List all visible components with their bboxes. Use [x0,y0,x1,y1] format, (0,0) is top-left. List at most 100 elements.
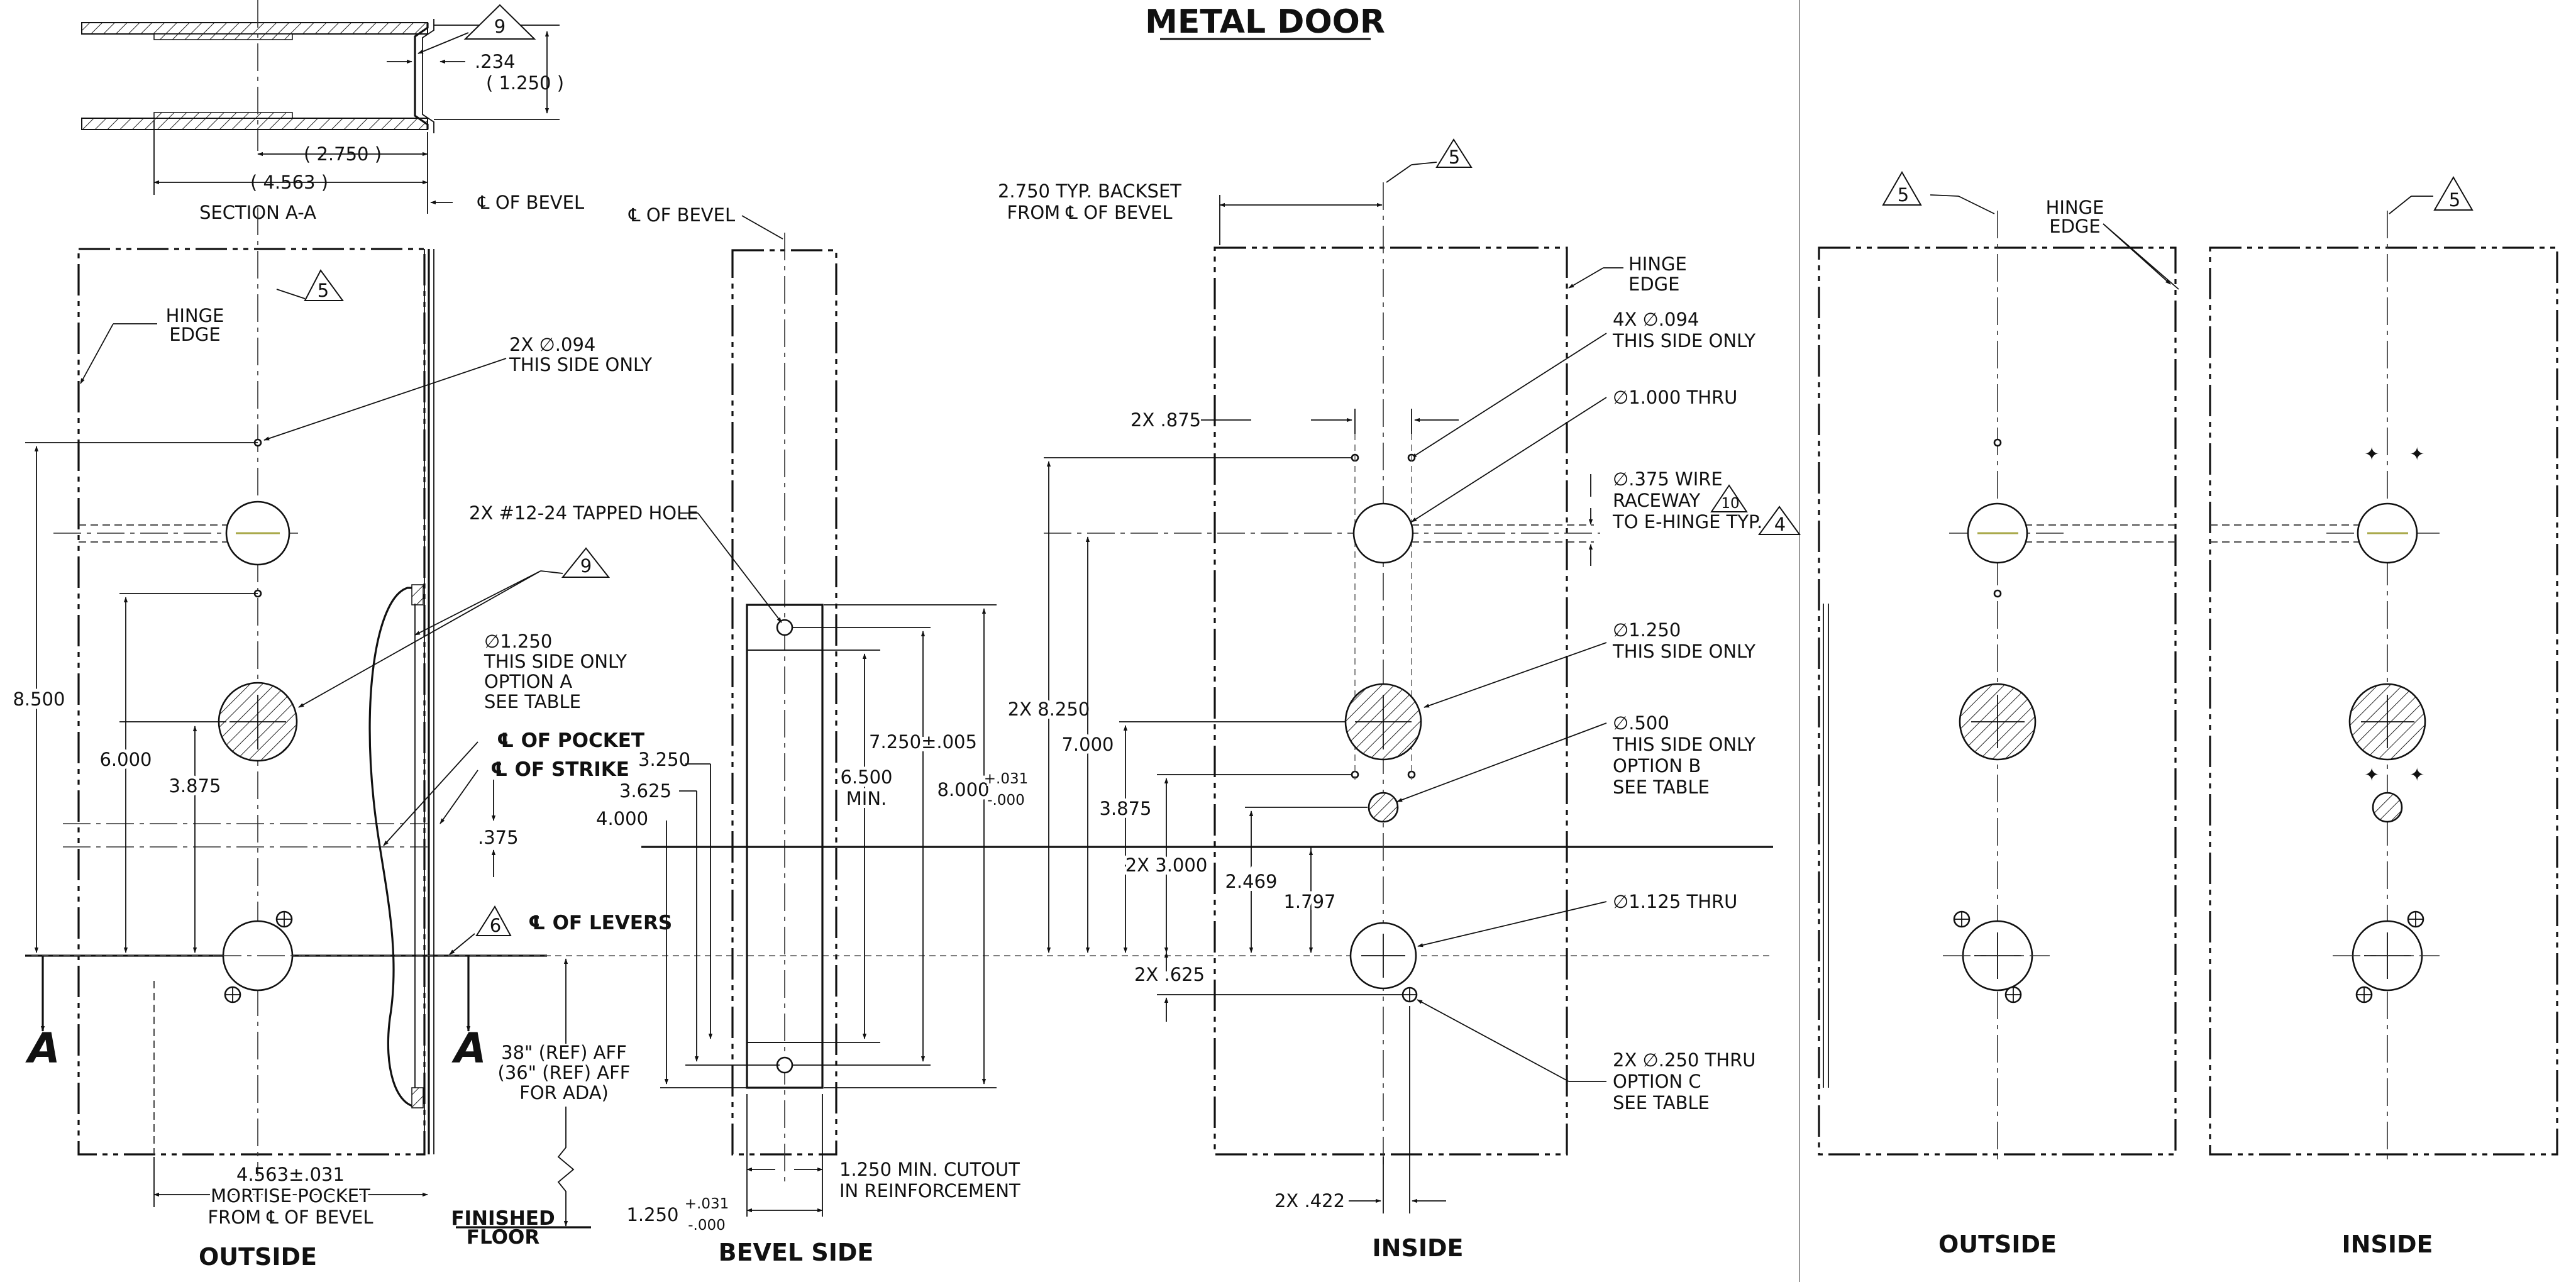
outside-callout-6: 6 [475,905,512,936]
right-callout-5-right: 5 [2389,175,2474,214]
inside-view-label: INSIDE [1373,1234,1464,1262]
outside-dim-8500: 8.500 [13,688,65,710]
svg-text:5: 5 [1449,146,1460,168]
bevel-dim-1250-minus: -.000 [688,1217,726,1234]
inside-dim-2469: 2.469 [1225,871,1277,892]
outside-height-1: 38" (REF) AFF [501,1042,627,1063]
inside-dim-7000: 7.000 [1061,734,1114,755]
bevel-dim-6500-1: 6.500 [840,766,892,788]
finished-floor-2: FLOOR [467,1226,540,1249]
right-hinge-edge-2: EDGE [2049,216,2100,237]
svg-text:10: 10 [1721,495,1739,512]
svg-text:5: 5 [1898,184,1909,206]
right-callout-5-left: 5 [1882,170,1995,214]
section-dim-1250: ( 1.250 ) [486,72,564,94]
outside-cl-levers: ℄ OF LEVERS [528,912,672,934]
outside-view: HINGE EDGE 5 2X ∅.094 THIS SIDE ONLY [9,207,1773,1271]
inside-note-1250-2: THIS SIDE ONLY [1612,641,1755,662]
drawing-title: METAL DOOR [1145,3,1385,41]
inside-backset-1: 2.750 TYP. BACKSET [998,180,1181,202]
bevel-view-label: BEVEL SIDE [719,1239,874,1266]
bevel-dim-1250: 1.250 [626,1204,678,1225]
bevel-cutout-1: 1.250 MIN. CUTOUT [839,1159,1020,1180]
outside-view-label: OUTSIDE [199,1243,317,1271]
outside-hinge-edge-2: EDGE [169,324,220,345]
outside-callout-5: 5 [276,269,344,301]
bevel-side-view: ℄ OF BEVEL 2X #12-24 TAPPED HOLE 6.500 M… [469,204,1773,1266]
title-text: METAL DOOR [1145,3,1385,41]
inside-wire-2: RACEWAY [1613,490,1701,511]
outside-callout-9: 9 [414,547,611,636]
right-inside-option-b [2372,792,2403,823]
bevel-dim-7250: 7.250±.005 [869,731,977,753]
outside-hinge-edge-1: HINGE [166,305,224,326]
right-inside-star-1: ✦ [2364,443,2379,465]
inside-dim-1797: 1.797 [1283,891,1335,912]
inside-note-500-4: SEE TABLE [1613,776,1710,798]
tapped-hole-top [776,619,793,636]
right-inside-view-label: INSIDE [2342,1230,2433,1258]
inside-wire-1: ∅.375 WIRE [1613,468,1723,490]
right-inside-star-4: ✦ [2409,764,2424,785]
outside-cl-strike: ℄ OF STRIKE [490,758,629,781]
inside-dim-422: 2X .422 [1274,1190,1345,1212]
outside-opt-a-2: THIS SIDE ONLY [484,651,627,672]
outside-height-2: (36" (REF) AFF [498,1062,631,1083]
inside-dim-625: 2X .625 [1134,964,1205,985]
outside-hole-note-2: THIS SIDE ONLY [509,354,652,375]
right-inside-star-2: ✦ [2409,443,2424,465]
inside-hinge-edge-2: EDGE [1628,274,1679,295]
right-outside-view-label: OUTSIDE [1938,1230,2057,1258]
inside-dim-8250: 2X 8.250 [1008,699,1090,720]
outside-dim-6000: 6.000 [99,749,152,770]
finished-floor-1: FINISHED [451,1207,555,1230]
inside-note-1125: ∅1.125 THRU [1613,891,1737,912]
inside-hinge-edge-1: HINGE [1628,253,1687,275]
inside-callout-10: 10 [1710,484,1748,512]
inside-note-250-2: OPTION C [1613,1071,1701,1092]
inside-callout-4: 4 [1758,506,1801,535]
inside-note-094-1: 4X ∅.094 [1613,309,1699,330]
inside-backset-2: FROM ℄ OF BEVEL [1007,202,1173,223]
section-cl-bevel: ℄ OF BEVEL [477,192,584,213]
bevel-dim-1250-plus: +.031 [685,1196,729,1212]
bevel-dim-3250: 3.250 [638,749,690,770]
mortise-dim-1: 4.563±.031 [236,1164,345,1185]
inside-dim-875: 2X .875 [1130,409,1201,431]
right-outside-small-hole-top [1993,438,2002,447]
section-dim-4563: ( 4.563 ) [250,172,328,193]
inside-note-250-3: SEE TABLE [1613,1092,1710,1113]
inside-note-094-2: THIS SIDE ONLY [1612,330,1755,351]
section-callout-9: 9 [417,4,536,54]
inside-note-1250-1: ∅1.250 [1613,619,1681,641]
bevel-dim-3625: 3.625 [619,780,672,802]
outside-dim-375: .375 [478,827,519,848]
mortise-dim-2: MORTISE POCKET [211,1185,370,1207]
svg-text:9: 9 [580,555,592,577]
svg-text:9: 9 [494,16,506,37]
section-letter-a-right: A [451,1024,486,1073]
bevel-tapped-hole: 2X #12-24 TAPPED HOLE [469,502,699,524]
inside-note-500-1: ∅.500 [1613,712,1669,734]
outside-height-3: FOR ADA) [519,1082,609,1103]
svg-text:6: 6 [490,915,501,936]
right-outside-view: 5 HINGE EDGE OUTSIDE [1818,170,2179,1258]
bevel-cutout-2: IN REINFORCEMENT [839,1180,1020,1202]
outside-opt-a-1: ∅1.250 [484,631,552,652]
section-a-a: ( 1.250 ) .234 ( 2.750 ) ( 4.563 ) SECTI… [81,0,584,223]
svg-text:4: 4 [1774,514,1786,535]
inside-dim-3875: 3.875 [1099,798,1151,819]
inside-note-1000: ∅1.000 THRU [1613,387,1737,408]
right-outside-small-hole-mid [1993,589,2002,598]
bevel-dim-6500-2: MIN. [846,788,887,809]
mortise-dim-3: FROM ℄ OF BEVEL [208,1207,373,1228]
outside-cl-pocket: ℄ OF POCKET [497,729,644,752]
outside-opt-a-3: OPTION A [484,671,572,692]
inside-view: 2.750 TYP. BACKSET FROM ℄ OF BEVEL 5 HIN… [998,138,1801,1262]
svg-text:5: 5 [2449,189,2460,211]
bevel-dim-8000-plus: +.031 [984,771,1028,787]
bevel-dim-8000-minus: -.000 [987,792,1025,809]
inside-note-500-2: THIS SIDE ONLY [1612,734,1755,755]
section-letter-a-left: A [25,1024,60,1073]
